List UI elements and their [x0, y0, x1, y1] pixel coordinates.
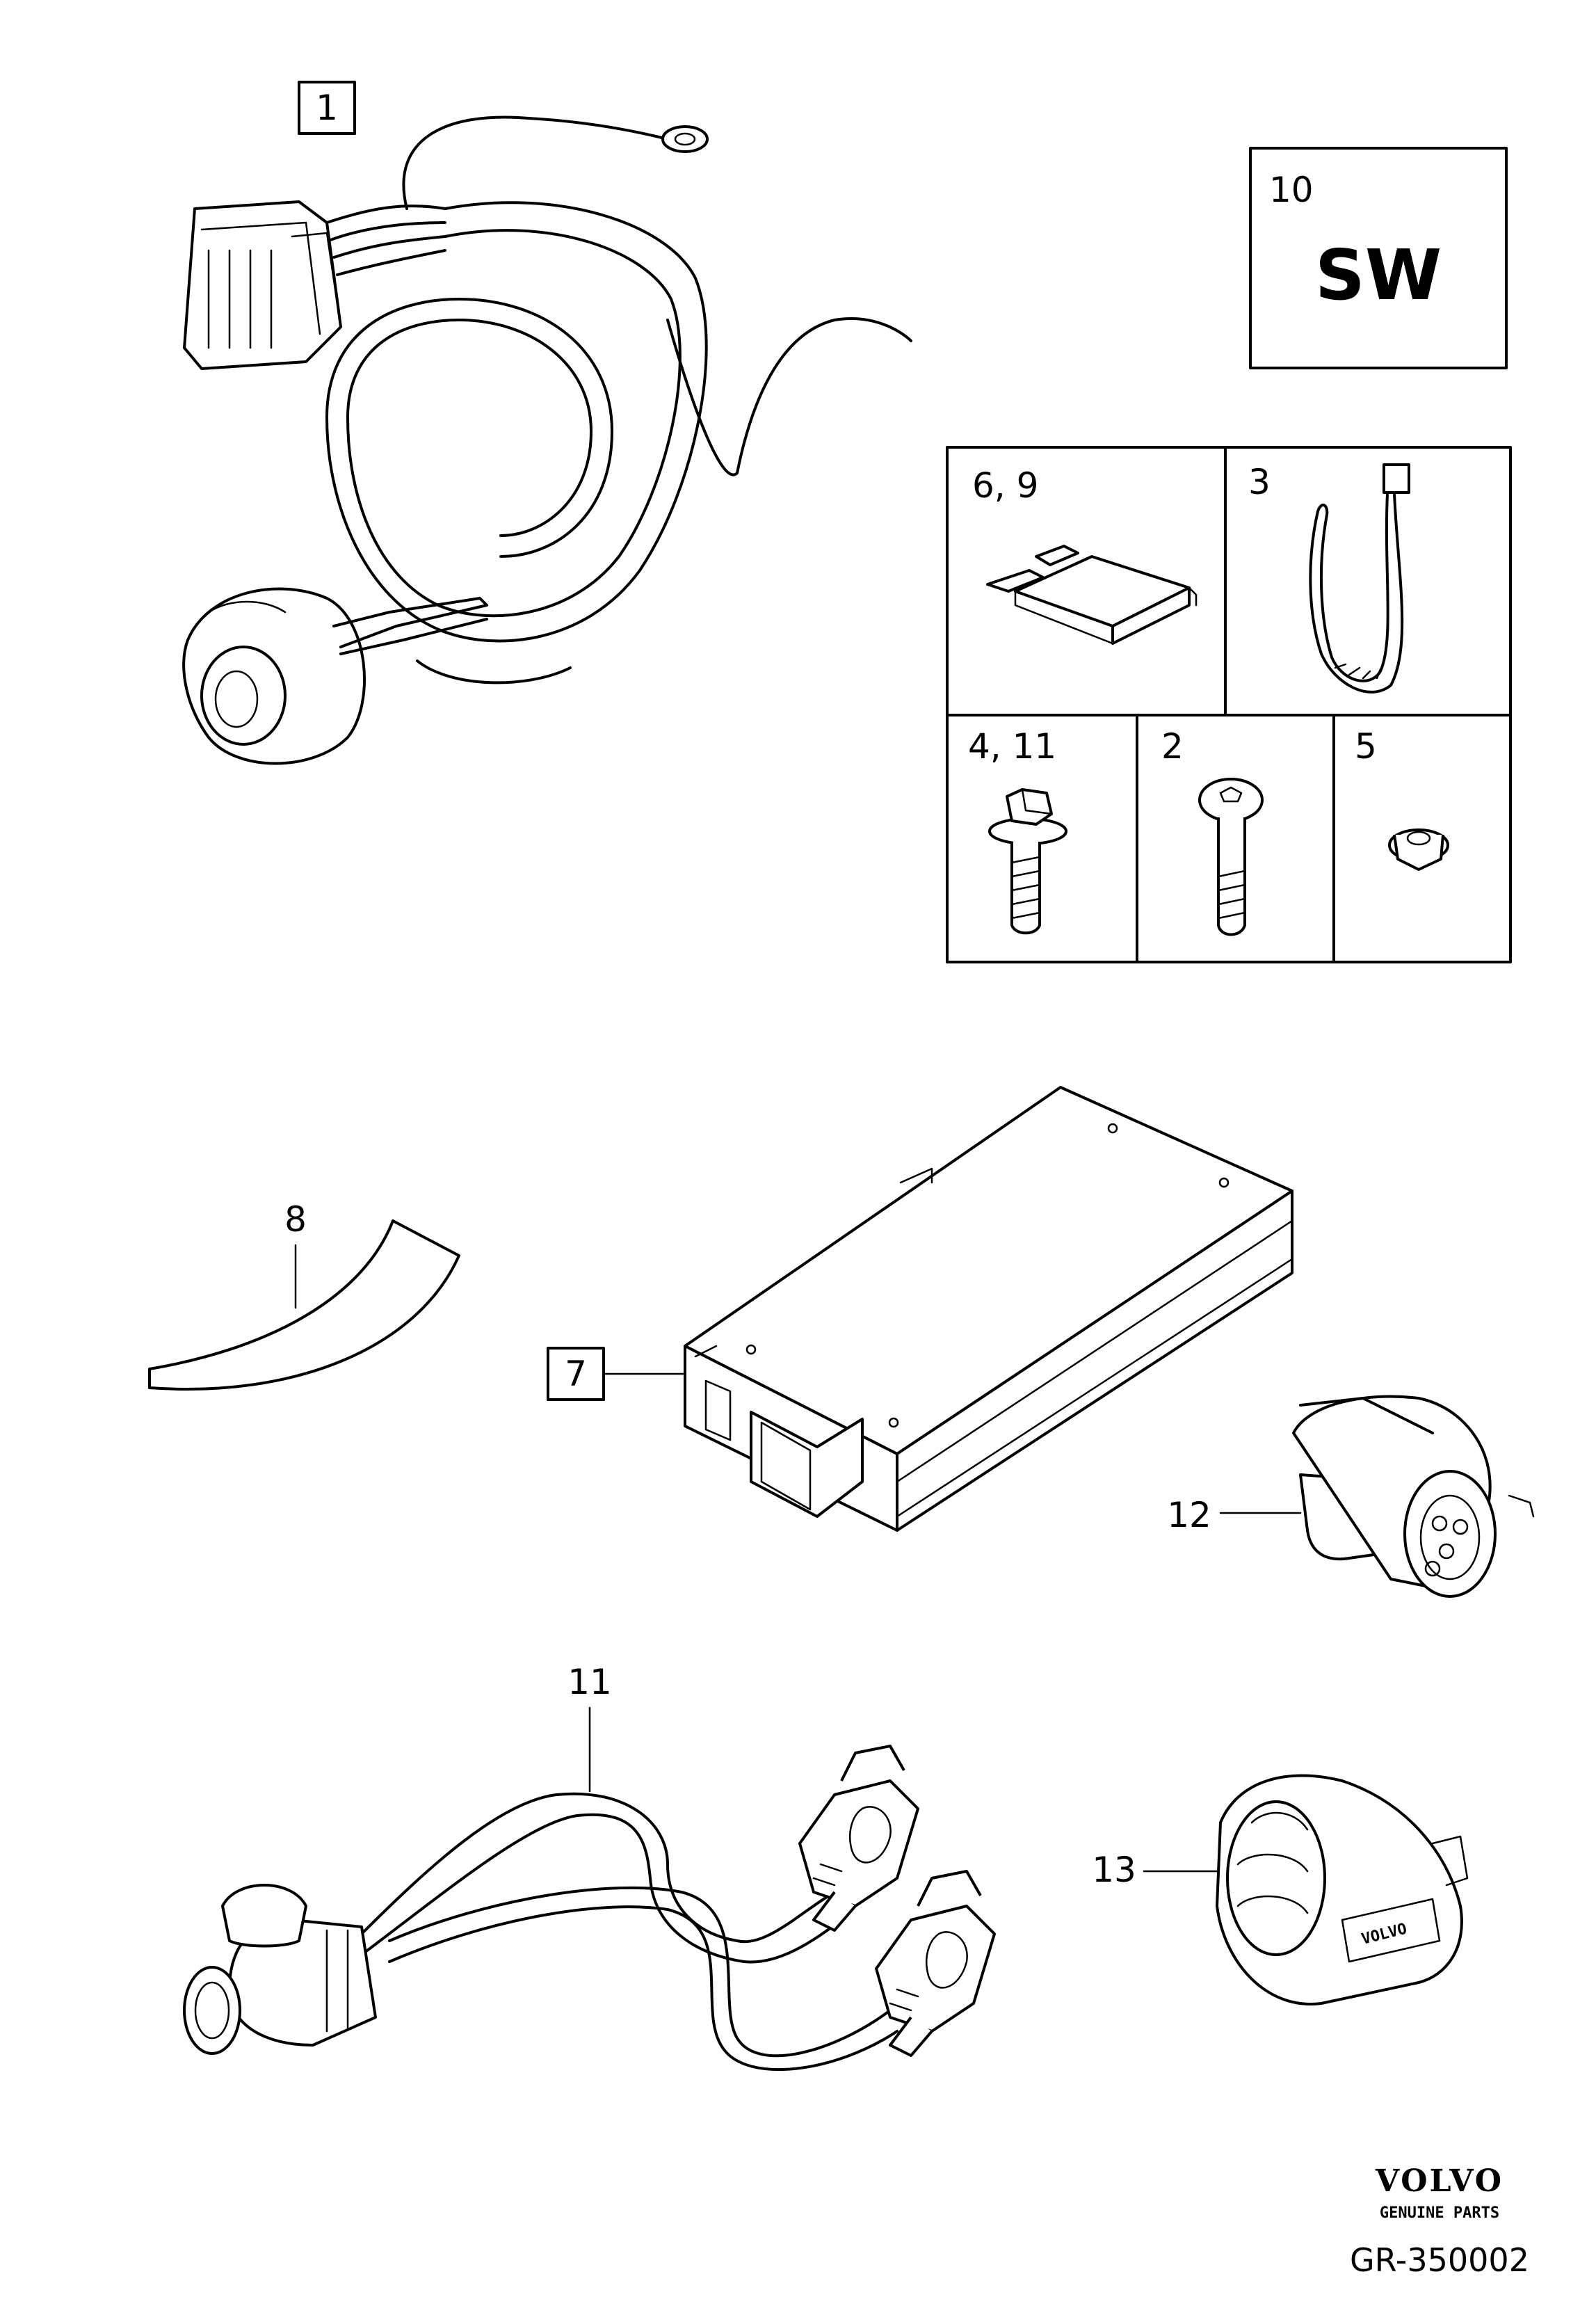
part-label-3: 3 — [1248, 462, 1271, 502]
socket-7pin-illustration: 12 — [1167, 1395, 1535, 1598]
control-module-illustration: 7 — [547, 1086, 1293, 1532]
socket-13pin-illustration: 13 VOLVO — [1092, 1774, 1469, 2005]
footer: VOLVO GENUINE PARTS GR-350002 — [1350, 2163, 1529, 2279]
part-label-11: 11 — [567, 1662, 612, 1702]
part-label-8: 8 — [284, 1199, 307, 1240]
part-label-1: 1 — [316, 88, 338, 128]
callout-box-1 — [298, 81, 356, 135]
part-label-13: 13 — [1092, 1850, 1136, 1890]
flange-nut-icon — [1388, 828, 1449, 871]
cable-tie-icon — [1309, 463, 1410, 694]
wiring-harness-illustration: 1 — [182, 81, 912, 765]
sw-box-number: 10 — [1269, 170, 1314, 210]
part-label-2: 2 — [1161, 726, 1184, 767]
genuine-parts-label: GENUINE PARTS — [1380, 2204, 1499, 2222]
small-parts-grid: 6, 9 3 4, 11 2 — [946, 446, 1512, 963]
fuse-icon — [986, 545, 1198, 645]
part-label-6-9: 6, 9 — [972, 465, 1038, 506]
flange-bolt-icon — [988, 788, 1067, 935]
adhesive-strip-illustration: 8 — [148, 1199, 460, 1391]
part-label-5: 5 — [1355, 726, 1377, 767]
part-label-12: 12 — [1167, 1495, 1211, 1535]
part-label-4-11: 4, 11 — [968, 726, 1056, 767]
diagram-code: GR-350002 — [1350, 2241, 1529, 2279]
part-label-7: 7 — [565, 1354, 587, 1394]
torx-screw-icon — [1198, 778, 1264, 936]
sw-box-text: SW — [1315, 234, 1442, 316]
sw-box: 10 SW — [1249, 147, 1508, 369]
volvo-logo: VOLVO — [1375, 2163, 1504, 2199]
adapter-cable-illustration: 11 — [183, 1662, 996, 2072]
